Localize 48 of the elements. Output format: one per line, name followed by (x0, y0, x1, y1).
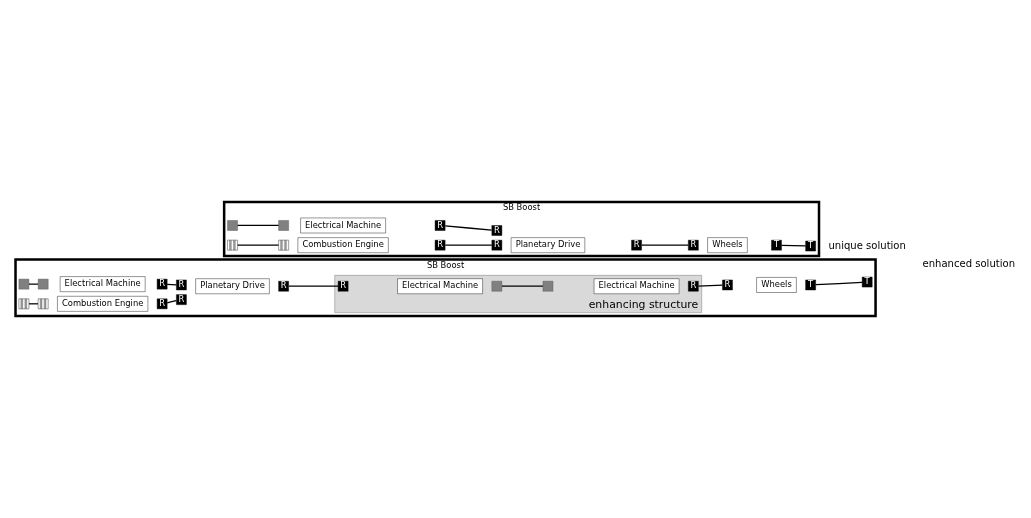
node-box: R (688, 239, 699, 251)
node-box: Wheels (707, 237, 748, 253)
node-box: T (771, 239, 782, 251)
node-box: R (688, 281, 699, 292)
connector (780, 244, 807, 247)
node-box (37, 278, 49, 290)
label: enhanced solution (922, 257, 1016, 269)
node-box: R (434, 239, 446, 251)
node-box: R (176, 294, 187, 305)
node-box: Planetary Drive (510, 237, 586, 253)
node-box: R (278, 281, 289, 292)
connector (166, 300, 177, 304)
node-box: Wheels (756, 277, 797, 293)
node-box: R (176, 279, 187, 291)
connector (444, 244, 493, 246)
node-box: R (722, 279, 733, 291)
connector (815, 281, 863, 286)
connector (288, 285, 339, 287)
node-box (227, 220, 238, 231)
node-box (278, 220, 289, 231)
node-box: Electrical Machine (59, 276, 146, 292)
node-box: R (337, 281, 349, 292)
connector (236, 224, 280, 227)
label: unique solution (828, 240, 906, 252)
node-box: R (156, 278, 168, 290)
connector (236, 244, 280, 246)
node-box (491, 281, 503, 292)
node-box: Electrical Machine (397, 278, 483, 294)
connector (641, 244, 689, 246)
connector (28, 283, 39, 285)
node-box (542, 281, 554, 292)
node-box: R (491, 239, 503, 251)
node-box: Combustion Engine (57, 296, 149, 312)
node-box (18, 278, 30, 290)
connector (501, 285, 544, 287)
connector (697, 284, 723, 287)
node-box: T (805, 240, 816, 252)
node-box: Combustion Engine (297, 237, 389, 253)
node-box: T (861, 276, 873, 288)
connector (444, 225, 493, 231)
node-box: R (491, 225, 503, 236)
node-box: Electrical Machine (300, 217, 386, 234)
node-box: T (805, 279, 816, 291)
node-box: Planetary Drive (195, 278, 270, 294)
node-box: R (434, 220, 446, 231)
node-box: Electrical Machine (593, 278, 680, 294)
node-box: R (156, 298, 168, 310)
node-box: R (631, 239, 642, 251)
